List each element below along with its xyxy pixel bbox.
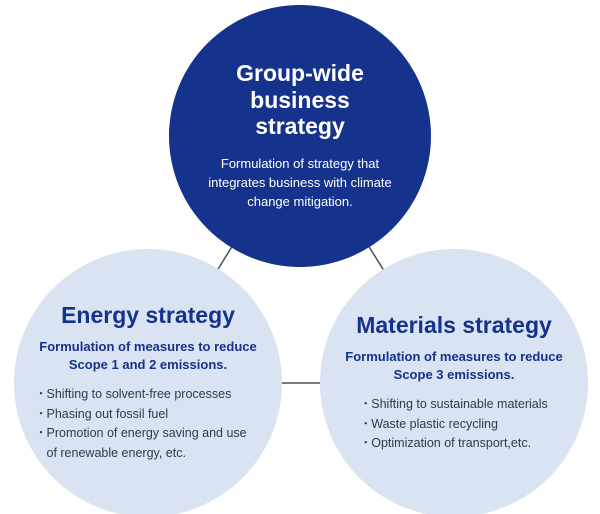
bullet-text: Shifting to solvent-free processes [46, 387, 232, 402]
energy-strategy-subtitle: Formulation of measures to reduce Scope … [39, 339, 257, 372]
materials-strategy-bullet-list: ・ Shifting to sustainable materials ・ Wa… [360, 395, 547, 453]
energy-strategy-title: Energy strategy [61, 302, 235, 329]
list-item: ・ Waste plastic recycling [360, 415, 547, 434]
bullet-marker: ・ [360, 417, 372, 430]
group-strategy-description: Formulation of strategy that integrates … [208, 156, 392, 210]
bullet-text: Phasing out fossil fuel [46, 406, 169, 421]
materials-strategy-subtitle: Formulation of measures to reduce Scope … [345, 349, 563, 382]
bullet-text: Optimization of transport,etc. [371, 435, 532, 450]
list-item: ・ Phasing out fossil fuel [36, 405, 261, 424]
group-strategy-circle: Group-wide business strategy Formulation… [169, 5, 431, 267]
materials-strategy-title: Materials strategy [356, 311, 552, 338]
bullet-text: Shifting to sustainable materials [371, 397, 548, 412]
bullet-marker: ・ [35, 407, 47, 420]
list-item: ・ Promotion of energy saving and use of … [36, 424, 261, 463]
materials-strategy-circle: Materials strategy Formulation of measur… [320, 249, 588, 514]
bullet-marker: ・ [35, 388, 47, 401]
bullet-marker: ・ [35, 427, 47, 440]
list-item: ・ Shifting to sustainable materials [360, 395, 547, 414]
list-item: ・ Shifting to solvent-free processes [36, 385, 261, 404]
energy-strategy-circle: Energy strategy Formulation of measures … [14, 249, 282, 514]
bullet-text: Promotion of energy saving and use of re… [46, 426, 247, 460]
list-item: ・ Optimization of transport,etc. [360, 434, 547, 453]
bullet-marker: ・ [360, 436, 372, 449]
bullet-marker: ・ [360, 398, 372, 411]
bullet-text: Waste plastic recycling [371, 416, 498, 431]
group-strategy-title: Group-wide business strategy [236, 60, 364, 139]
energy-strategy-bullet-list: ・ Shifting to solvent-free processes ・ P… [36, 385, 261, 463]
